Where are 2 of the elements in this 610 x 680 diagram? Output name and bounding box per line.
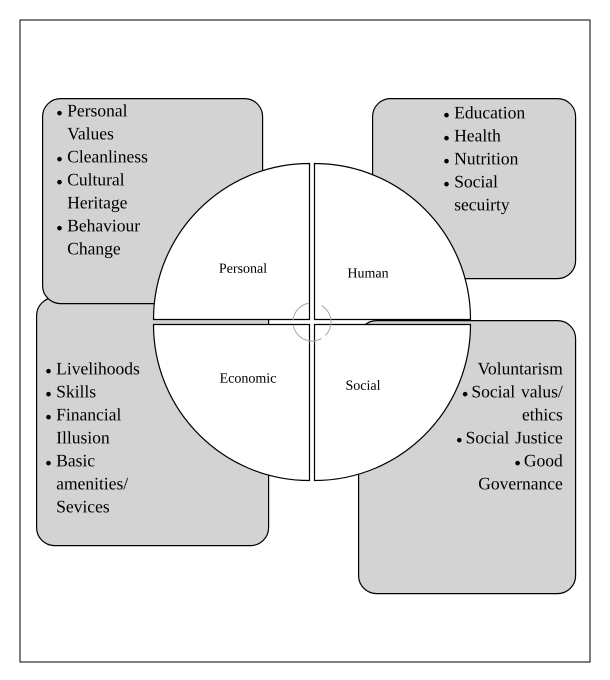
quadrant-segment: Personal	[152, 162, 310, 320]
quadrant-segment: Economic	[152, 324, 310, 482]
